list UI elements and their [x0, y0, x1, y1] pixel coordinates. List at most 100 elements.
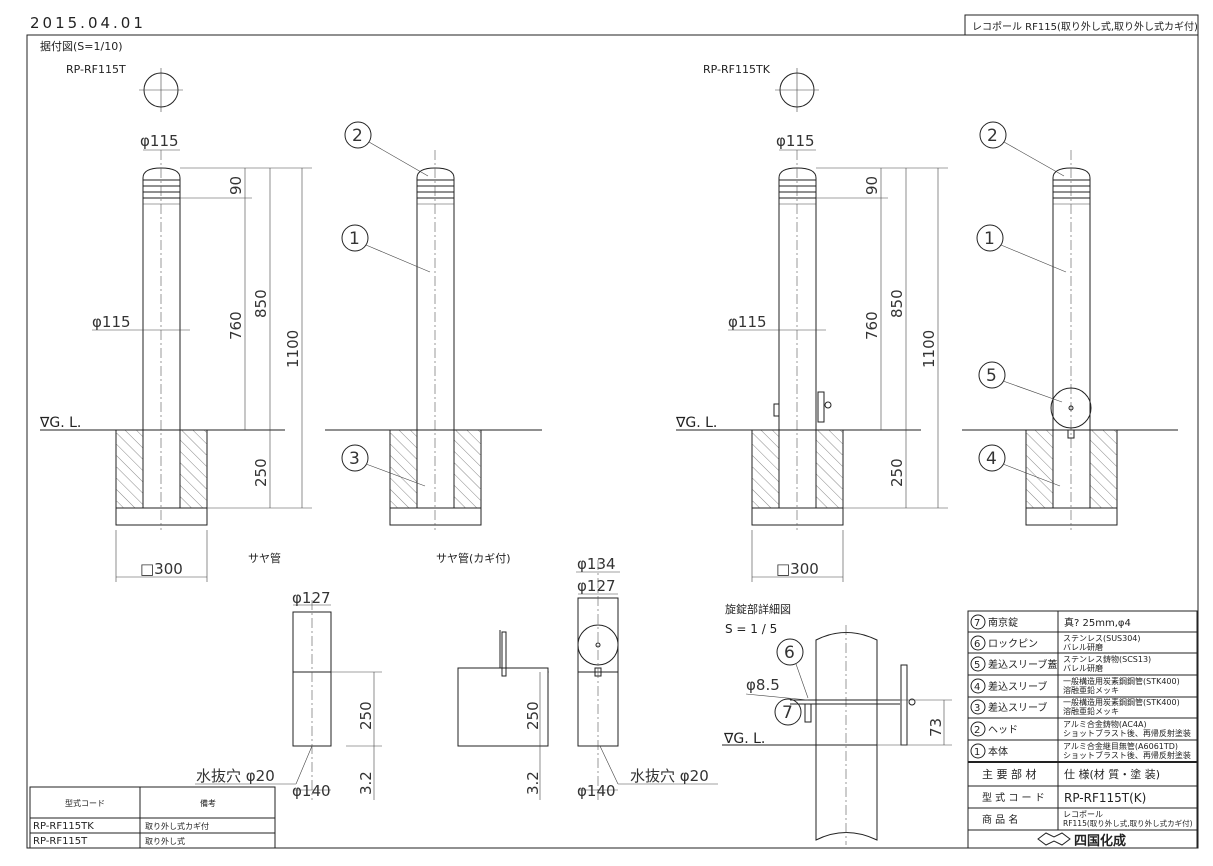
views-balloons-1: 2 [352, 126, 363, 146]
parts_table-rows-0-spec1: 真? 25mm,φ4 [1064, 616, 1131, 629]
sleeves-drain: 水抜穴 φ20 [196, 767, 275, 785]
views-balloons-6: 7 [782, 703, 793, 723]
sleeves-dia_127: φ127 [577, 577, 616, 595]
parts_table-rows-4-name: 差込スリーブ [988, 701, 1047, 714]
detail-title: 旋錠部詳細図 [725, 602, 791, 616]
views-dim_850: 850 [888, 289, 906, 318]
detail-dim_73: 73 [927, 718, 945, 737]
parts_table-rows-0-name: 南京錠 [988, 616, 1018, 629]
parts_table-rows-5-no: 2 [974, 725, 980, 736]
parts_table-rows-1-name: ロックピン [988, 638, 1038, 650]
model-table-header-note: 備考 [200, 798, 216, 808]
parts_table-rows-4-spec2: 溶融亜鉛メッキ [1063, 706, 1119, 716]
parts_table-rows-4-spec1: 一般構造用炭素鋼鋼管(STK400) [1063, 697, 1180, 707]
parts_table-rows-3-no: 4 [974, 682, 980, 693]
parts_table-rows-3-spec1: 一般構造用炭素鋼鋼管(STK400) [1063, 676, 1180, 686]
sleeves-dia_140: φ140 [292, 782, 331, 800]
detail-pin_dia: φ8.5 [746, 676, 780, 694]
parts-row-7: 7 南京錠 真? 25mm,φ4 [970, 614, 1131, 630]
detail-ground: ∇G. L. [723, 731, 765, 747]
sleeves-dia_134: φ134 [577, 555, 616, 573]
parts_table-rows-6-name: 本体 [988, 745, 1008, 758]
balloons: 2 1 3 2 1 5 4 [341, 121, 1092, 487]
model_table-rows-1-0: RP-RF115T [33, 836, 88, 847]
parts-row-3: 3 差込スリーブ 一般構造用炭素鋼鋼管(STK400)溶融亜鉛メッキ [970, 697, 1180, 716]
views-balloons-0: 1 [349, 229, 360, 249]
model-code-label: 型 式 コ ー ド [982, 791, 1045, 804]
parts_table-rows-1-spec2: バレル研磨 [1063, 642, 1103, 652]
views-dim_90: 90 [863, 176, 881, 195]
views-balloons-1: 2 [987, 126, 998, 146]
product-name-1: レコポール [1063, 810, 1103, 819]
parts-row-4: 4 差込スリーブ 一般構造用炭素鋼鋼管(STK400)溶融亜鉛メッキ [970, 676, 1180, 695]
company-logo: 四国化成 [1037, 832, 1126, 849]
sleeves-dim_3_2: 3.2 [524, 771, 542, 795]
views-dim_250: 250 [888, 458, 906, 487]
parts_table-rows-6-spec1: アルミ合金継目無管(A6061TD) [1063, 741, 1178, 751]
views-balloons-3: 4 [986, 449, 997, 469]
bollard-left-parts [389, 149, 482, 531]
parts_table-rows-0-no: 7 [974, 618, 980, 629]
dimensions-left: φ115 φ115 90 760 850 1100 250 □300 [92, 132, 312, 582]
views-dim_90: 90 [227, 176, 245, 195]
parts_table-rows-2-spec2: バレル研磨 [1063, 663, 1103, 673]
views-foundation: □300 [776, 560, 819, 578]
views-dia_mid: φ115 [92, 313, 131, 331]
views-foundation: □300 [140, 560, 183, 578]
section-symbol-left [139, 68, 183, 112]
product-label: 商 品 名 [982, 813, 1018, 826]
parts_table-rows-6-spec2: ショットブラスト後、再帰反射塗装 [1063, 750, 1191, 760]
sleeves-dim_250: 250 [524, 701, 542, 730]
views-dim_250: 250 [252, 458, 270, 487]
views-dim_1100: 1100 [284, 330, 302, 368]
views-balloons-5: 6 [784, 643, 795, 663]
left-model-label: RP-RF115T [66, 63, 126, 76]
views-balloons-2: 3 [349, 449, 360, 469]
model_table-rows-0-1: 取り外し式カギ付 [145, 821, 209, 831]
parts_table-rows-3-spec2: 溶融亜鉛メッキ [1063, 685, 1119, 695]
model_table-rows-1-1: 取り外し式 [145, 836, 185, 846]
sleeves-sleeve_key_title: サヤ管(カギ付) [436, 551, 511, 565]
ground-level-left: ∇G. L. [39, 415, 81, 431]
section-symbol-right [775, 68, 819, 112]
views-balloons-4: 5 [986, 366, 997, 386]
parts_table-rows-1-no: 6 [974, 639, 980, 650]
views-dim_850: 850 [252, 289, 270, 318]
model-table-header-code: 型式コード [65, 798, 105, 808]
views-dia_mid: φ115 [728, 313, 767, 331]
views-dim_760: 760 [227, 311, 245, 340]
bollard-right-parts [1025, 149, 1118, 531]
views-dim_1100: 1100 [920, 330, 938, 368]
sleeve-drawings: サヤ管 サヤ管(カギ付) φ127 250 3.2 φ140 水抜穴 φ20 2… [195, 551, 718, 800]
spec-label: 仕 様(材 質・塗 装) [1064, 767, 1160, 781]
views-dim_760: 760 [863, 311, 881, 340]
product-name-2: RF115(取り外し式,取り外し式カギ付) [1063, 818, 1193, 828]
bollard-left-dimensioned [115, 149, 208, 531]
sleeves-dia_127: φ127 [292, 589, 331, 607]
parts_table-company_logo: 四国化成 [1074, 833, 1126, 849]
drawing-date: 2015.04.01 [30, 14, 146, 32]
parts_table-rows-3-name: 差込スリーブ [988, 680, 1047, 693]
main-parts-label: 主 要 部 材 [982, 767, 1037, 781]
parts_table-rows-2-no: 5 [974, 660, 980, 671]
sleeves-dia_140: φ140 [577, 782, 616, 800]
parts_table-rows-2-spec1: ステンレス鋳物(SCS13) [1063, 654, 1151, 664]
drawing-title: レコポール RF115(取り外し式,取り外し式カギ付) [972, 20, 1198, 33]
parts_table-rows-6-no: 1 [974, 747, 980, 758]
bollard-right-dimensioned [751, 149, 844, 531]
parts_table-rows-4-no: 3 [974, 703, 980, 714]
lock-detail-drawing: 旋錠部詳細図 S = 1 / 5 6 7 φ8.5 73 ∇G. L. [722, 602, 952, 845]
dimensions-right: φ115 φ115 90 760 850 1100 250 □300 [728, 132, 948, 582]
sleeves-dim_3_2: 3.2 [357, 771, 375, 795]
model-code: RP-RF115T(K) [1064, 791, 1146, 805]
sleeves-dim_250: 250 [357, 701, 375, 730]
views-dia_top: φ115 [140, 132, 179, 150]
sleeves-drain: 水抜穴 φ20 [630, 767, 709, 785]
detail-scale: S = 1 / 5 [725, 622, 777, 636]
right-model-label: RP-RF115TK [703, 63, 771, 76]
